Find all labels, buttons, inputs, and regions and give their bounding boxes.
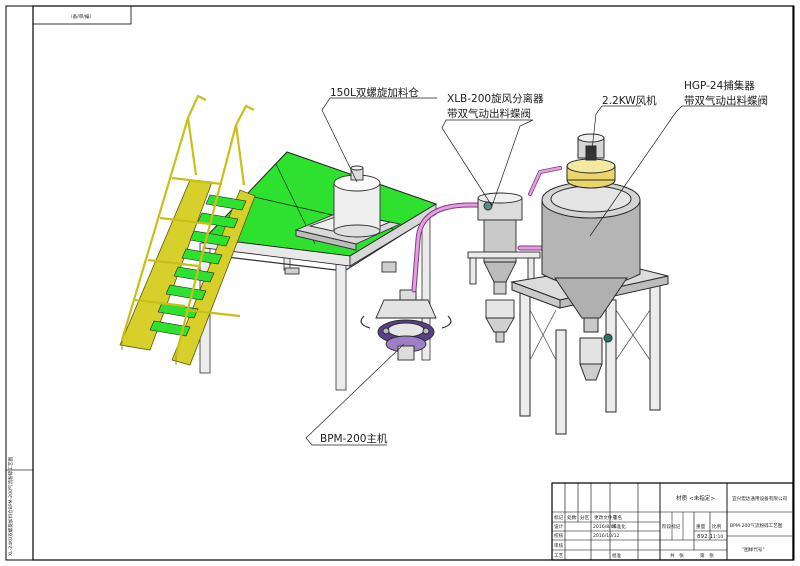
tb-header-mark: 标记: [554, 514, 564, 521]
tb-role-check: 校核: [554, 532, 564, 539]
tb-role-process: 工艺: [554, 553, 564, 559]
stamp-box: [32, 5, 132, 25]
tb-weight: 892.1: [697, 534, 713, 540]
hopper-callout: 150L双螺旋加料仓: [330, 86, 419, 99]
feeder-hopper: [284, 165, 402, 275]
leader-lines: [305, 97, 761, 446]
collector-callout-line1: HGP-24捕集器: [684, 79, 755, 92]
title-block: [551, 482, 794, 561]
stamp-text: （备/审/编）: [68, 13, 94, 20]
inner-border: [32, 5, 794, 561]
tb-name-approve: 批准: [612, 552, 622, 559]
tb-sheet-no: 第 张: [700, 552, 714, 559]
tb-header-zone: 分区: [580, 514, 590, 521]
cyclone-callout-line2: 带双气动出料蝶阀: [447, 107, 531, 120]
tb-stage-label: 阶段标记: [662, 523, 681, 530]
tb-header-count: 处数: [567, 514, 577, 521]
tb-role-review: 审核: [554, 542, 564, 549]
fan-callout: 2.2KW风机: [602, 94, 657, 107]
tb-sheet-total: 共 张: [670, 552, 684, 559]
jet-mill: [360, 289, 452, 361]
collector-callout-line2: 带双气动出料蝶阀: [684, 94, 768, 107]
tb-scale: 1:10: [713, 534, 723, 540]
tb-name-design: 标准化: [612, 523, 626, 530]
cyclone-callout-line1: XLB-200旋风分离器: [447, 92, 544, 105]
tb-scale-label: 比例: [712, 523, 722, 530]
tb-weight-label: 重量: [696, 523, 706, 530]
side-note-box: [5, 469, 34, 561]
tb-date-design: 2016/8/06: [593, 524, 617, 530]
tb-role-design: 设计: [554, 523, 564, 530]
side-note: XL-24K0双螺旋加料仓BPM-200气流粉碎工艺图: [7, 456, 14, 556]
tb-drawing-title: BPM-200气流粉碎工艺图: [730, 522, 783, 529]
tb-drawing-code: "图样代号": [742, 546, 765, 553]
tb-company: 宜兴宏达通用设备有限公司: [732, 495, 788, 502]
access-stairs: [119, 94, 256, 366]
tb-header-sign: 签名: [613, 514, 622, 521]
tb-date-check: 2016/10/12: [593, 533, 620, 539]
bag-collector: [510, 133, 669, 435]
mill-callout: BPM-200主机: [320, 432, 388, 445]
tb-material: 材质 <未指定>: [676, 494, 715, 502]
tb-header-change: 更改文件号: [594, 514, 617, 521]
